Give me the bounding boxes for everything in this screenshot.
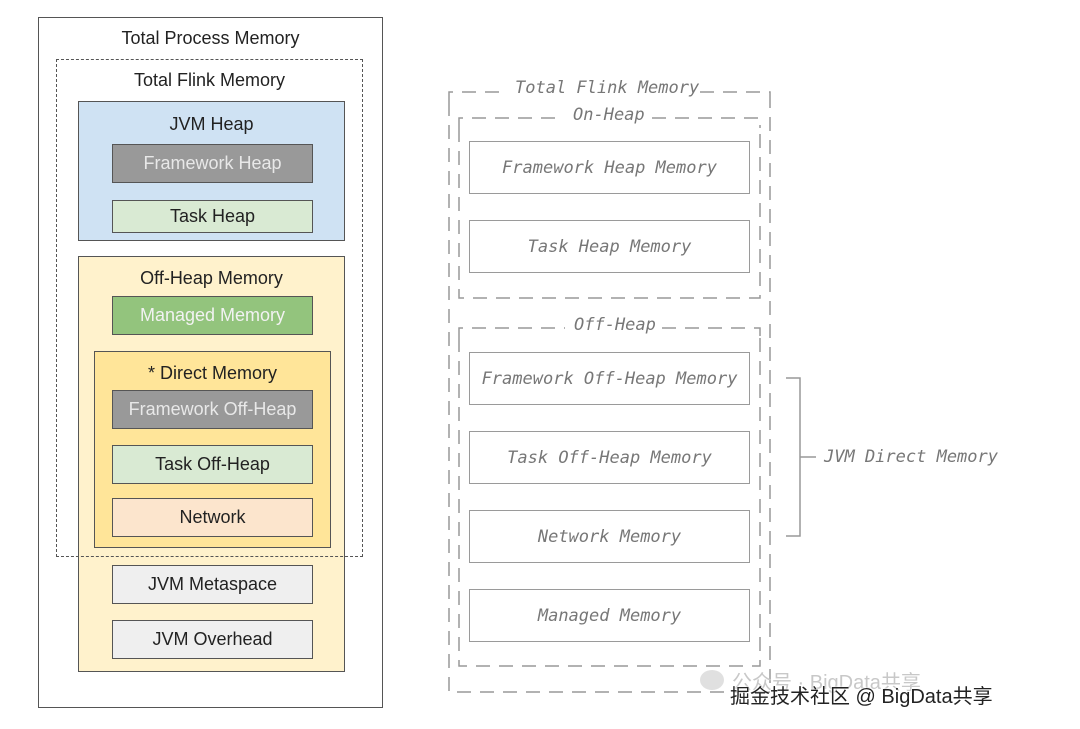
direct-memory-label: * Direct Memory xyxy=(147,363,277,383)
jvm-direct-memory-label: JVM Direct Memory xyxy=(824,447,998,467)
network-memory-box: Network Memory xyxy=(469,510,750,563)
task-heap-box: Task Heap xyxy=(112,200,313,233)
task-off-heap-box: Task Off-Heap xyxy=(112,445,313,484)
total-flink-memory-box: Total Flink Memory xyxy=(56,59,363,557)
managed-memory-sketch-box: Managed Memory xyxy=(469,589,750,642)
managed-memory-box: Managed Memory xyxy=(112,296,313,335)
task-heap-memory-box: Task Heap Memory xyxy=(469,220,750,273)
total-process-memory-label: Total Process Memory xyxy=(121,28,300,48)
off-heap-memory-label: Off-Heap Memory xyxy=(140,268,283,288)
jvm-heap-label: JVM Heap xyxy=(169,114,254,134)
watermark-credit: 掘金技术社区 @ BigData共享 xyxy=(730,686,993,708)
off-heap-label: Off-Heap xyxy=(574,315,656,335)
total-flink-memory-label: Total Flink Memory xyxy=(133,70,286,90)
framework-heap-box: Framework Heap xyxy=(112,144,313,183)
jvm-overhead-box: JVM Overhead xyxy=(112,620,313,659)
framework-heap-memory-box: Framework Heap Memory xyxy=(469,141,750,194)
jvm-metaspace-box: JVM Metaspace xyxy=(112,565,313,604)
watermark-account: 公众号 · BigData共享 xyxy=(732,672,921,694)
right-total-flink-label: Total Flink Memory xyxy=(515,78,700,98)
wechat-icon xyxy=(700,670,724,690)
network-box: Network xyxy=(112,498,313,537)
framework-off-heap-box: Framework Off-Heap xyxy=(112,390,313,429)
framework-off-heap-memory-box: Framework Off-Heap Memory xyxy=(469,352,750,405)
task-off-heap-memory-box: Task Off-Heap Memory xyxy=(469,431,750,484)
on-heap-label: On-Heap xyxy=(573,105,645,125)
